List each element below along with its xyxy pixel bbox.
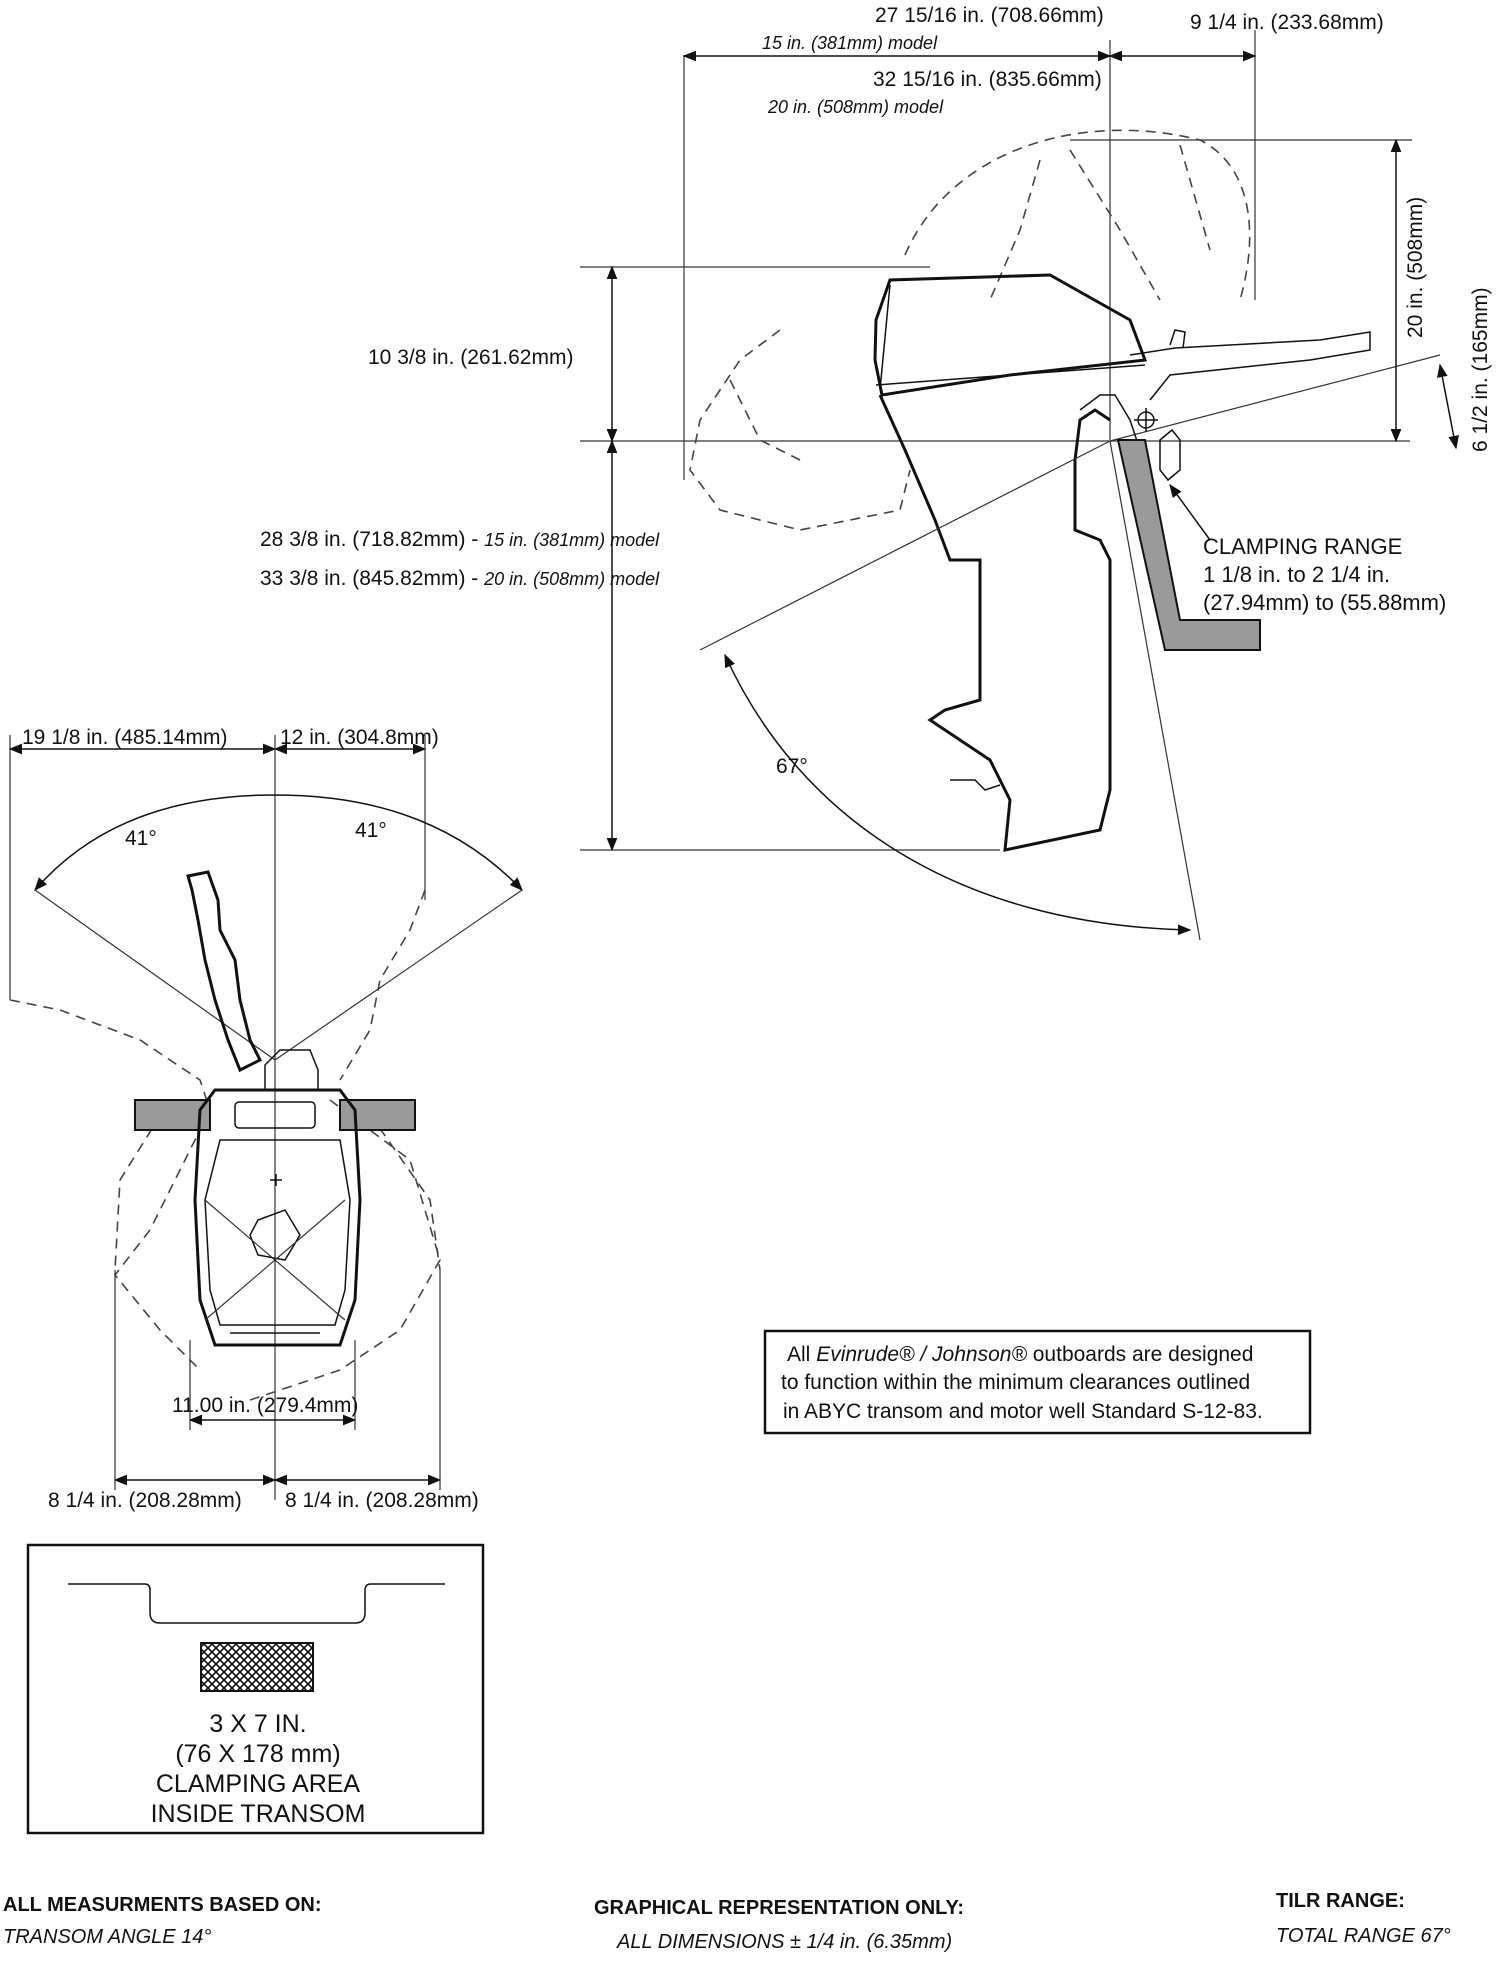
clamp-area-frame	[26, 1543, 485, 1835]
footer-right-value: TOTAL RANGE 67°	[1276, 1925, 1451, 1947]
note-box	[763, 1329, 1312, 1435]
motor-top-panel	[234, 1101, 316, 1129]
steer-right-label: 41°	[355, 819, 387, 842]
clamping-range-inches: 1 1/8 in. to 2 1/4 in.	[1203, 562, 1390, 587]
clamp-area-line-3: CLAMPING AREA	[156, 1770, 361, 1798]
tilt-angle-line	[699, 440, 1111, 651]
tiller-left-label: 19 1/8 in. (485.14mm)	[22, 726, 227, 749]
footer-center-title: GRAPHICAL REPRESENTATION ONLY:	[594, 1897, 964, 1919]
tilted-motor-outline	[904, 129, 1251, 301]
extension-line	[1109, 354, 1441, 442]
cowling-seam	[875, 364, 1146, 386]
tiller-bracket	[264, 1049, 319, 1091]
tiller-grip	[1169, 329, 1186, 349]
transom-bar-right	[339, 1099, 416, 1131]
length-20-model-label: 20 in. (508mm) model	[767, 97, 944, 117]
motor-cowling	[873, 273, 1148, 397]
tilted-lower-unit-outline	[729, 379, 801, 461]
tilt-angle-label: 67°	[776, 755, 808, 778]
depth-15-label: 28 3/8 in. (718.82mm) - 15 in. (381mm) m…	[260, 528, 660, 551]
tiller-top	[186, 870, 263, 1073]
depth-20-label: 33 3/8 in. (845.82mm) - 20 in. (508mm) m…	[260, 567, 660, 590]
transom-bar-left	[134, 1099, 211, 1131]
swing-right-label: 8 1/4 in. (208.28mm)	[285, 1489, 479, 1512]
footer-left-title: ALL MEASURMENTS BASED ON:	[3, 1894, 322, 1916]
transom-profile	[68, 1583, 445, 1624]
note-line-1: All Evinrude® / Johnson® outboards are d…	[787, 1343, 1253, 1366]
swung-motor-outline-right	[249, 1099, 441, 1401]
motor-midsection	[878, 394, 1112, 852]
tiller-rise-label: 6 1/2 in. (165mm)	[1469, 287, 1492, 452]
cowling-seam	[879, 284, 891, 391]
clamping-range-title: CLAMPING RANGE	[1203, 534, 1402, 559]
footer-right-title: TILR RANGE:	[1276, 1890, 1405, 1912]
clamp-area-line-2: (76 X 178 mm)	[175, 1740, 340, 1768]
clamp-area-line-4: INSIDE TRANSOM	[151, 1800, 366, 1828]
tiller-handle	[1129, 331, 1371, 401]
footer-left-value: TRANSOM ANGLE 14°	[3, 1926, 211, 1948]
tilted-lower-unit-outline	[689, 329, 911, 531]
motor-top-cover	[204, 1139, 351, 1326]
note-line-2: to function within the minimum clearance…	[781, 1371, 1250, 1394]
clearance-note: All Evinrude® / Johnson® outboards are d…	[763, 1329, 1312, 1435]
top-view: 19 1/8 in. (485.14mm) 12 in. (304.8mm) 4…	[8, 726, 523, 1512]
clamp-screw	[1159, 428, 1181, 482]
tilt-angle-arc	[724, 653, 1192, 936]
clamping-area-hatch	[200, 1642, 314, 1692]
note-line-3: in ABYC transom and motor well Standard …	[783, 1400, 1263, 1423]
swing-left-label: 8 1/4 in. (208.28mm)	[48, 1489, 242, 1512]
dimension-line-tiller-rise	[1436, 363, 1460, 450]
length-15-label: 27 15/16 in. (708.66mm)	[875, 4, 1104, 27]
motor-top-cap	[249, 1209, 301, 1261]
steering-angle-line	[274, 889, 523, 1061]
width-label: 11.00 in. (279.4mm)	[172, 1394, 358, 1417]
clamping-range-pointer	[1169, 483, 1211, 541]
setback-label: 9 1/4 in. (233.68mm)	[1190, 11, 1384, 34]
clamp-area-line-1: 3 X 7 IN.	[209, 1710, 306, 1738]
steering-angle-line	[34, 889, 276, 1061]
tilt-height-label: 20 in. (508mm)	[1404, 197, 1427, 338]
tiller-right-label: 12 in. (304.8mm)	[280, 726, 439, 749]
transom-section	[1116, 439, 1261, 651]
height-above-clamp-label: 10 3/8 in. (261.62mm)	[368, 346, 573, 369]
swung-motor-outline-left	[9, 999, 211, 1371]
footer: ALL MEASURMENTS BASED ON: TRANSOM ANGLE …	[3, 1890, 1451, 1953]
length-20-label: 32 15/16 in. (835.66mm)	[873, 68, 1102, 91]
clamp-area-box: 3 X 7 IN. (76 X 178 mm) CLAMPING AREA IN…	[26, 1543, 485, 1835]
swung-motor-outline	[114, 1099, 441, 1271]
motor-top-body	[193, 1088, 362, 1347]
length-15-model-label: 15 in. (381mm) model	[762, 33, 938, 53]
steering-arc	[34, 794, 523, 892]
swung-tiller-outline-right	[339, 889, 426, 1081]
steer-left-label: 41°	[125, 827, 157, 850]
footer-center-value: ALL DIMENSIONS ± 1/4 in. (6.35mm)	[616, 1931, 952, 1953]
clamping-range-mm: (27.94mm) to (55.88mm)	[1203, 590, 1446, 615]
side-view: 27 15/16 in. (708.66mm) 15 in. (381mm) m…	[260, 4, 1492, 941]
anti-cavitation-plate	[950, 779, 1001, 791]
